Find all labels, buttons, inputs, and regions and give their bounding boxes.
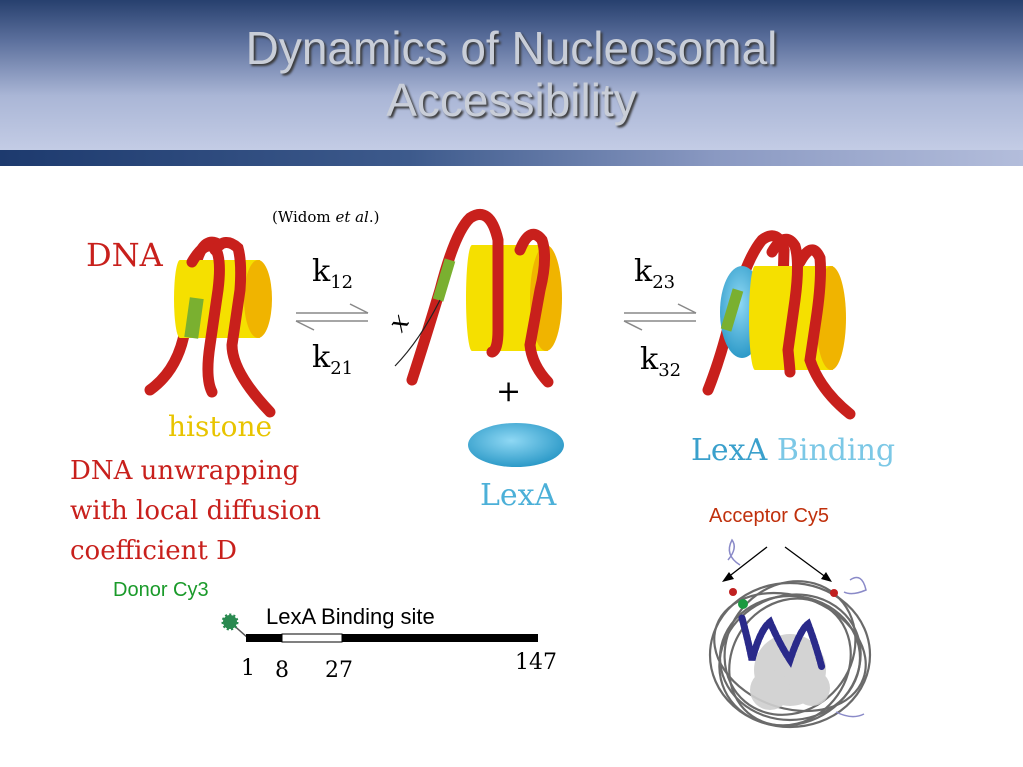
position-27: 27 bbox=[325, 658, 353, 683]
dna-construct-binding-site bbox=[281, 633, 343, 643]
lexa-label: LexA bbox=[480, 478, 557, 513]
title-banner bbox=[0, 0, 1023, 160]
histone-label: histone bbox=[168, 410, 273, 443]
rate-k32-base: k bbox=[640, 342, 659, 377]
nucleosome-unwrapped bbox=[394, 209, 562, 388]
citation-suffix: .) bbox=[368, 208, 380, 226]
title-banner-stripe bbox=[0, 150, 1023, 166]
position-1: 1 bbox=[241, 656, 255, 681]
equilibrium-arrows-1 bbox=[295, 303, 369, 331]
donor-label: Donor Cy3 bbox=[113, 579, 209, 601]
unwrapping-line-1: DNA unwrapping bbox=[70, 456, 300, 486]
fret-construct bbox=[221, 613, 538, 643]
acceptor-label: Acceptor Cy5 bbox=[709, 505, 830, 527]
position-8: 8 bbox=[275, 658, 289, 683]
acceptor-dye-right bbox=[830, 589, 838, 597]
rate-k12-base: k bbox=[312, 254, 331, 289]
donor-dye-icon bbox=[221, 613, 239, 631]
lexa-binding-word-1: LexA bbox=[691, 433, 768, 468]
rate-k23-sub: 23 bbox=[652, 272, 676, 293]
rate-k32-sub: 32 bbox=[658, 360, 682, 381]
diffusion-arc bbox=[394, 299, 441, 367]
rate-k23: k23 bbox=[634, 254, 675, 293]
acceptor-arrow-left-head bbox=[722, 572, 734, 582]
nucleosome-structure-render bbox=[708, 538, 872, 729]
lexa-binding-word-2: Binding bbox=[776, 433, 896, 468]
dna-unwrapped-strand bbox=[406, 209, 504, 386]
rate-k32: k32 bbox=[640, 342, 681, 381]
dna-front-strand-1b bbox=[209, 237, 276, 418]
rate-k21: k21 bbox=[312, 340, 353, 379]
rate-k21-base: k bbox=[312, 340, 331, 375]
dna-tails bbox=[727, 538, 867, 718]
citation: (Widom et al.) bbox=[272, 208, 379, 226]
nucleosome-lexa-bound bbox=[702, 230, 856, 420]
acceptor-arrow-right-head bbox=[821, 572, 832, 582]
acceptor-dye-left bbox=[729, 588, 737, 596]
acceptor-arrow-left bbox=[726, 546, 768, 579]
slide-title-line2: Accessibility bbox=[386, 74, 637, 126]
dna-bound-front-strand-b bbox=[794, 244, 856, 420]
donor-dye-render bbox=[738, 599, 748, 609]
dna-front-strand-2 bbox=[514, 229, 554, 388]
dna-construct-segment-1 bbox=[246, 634, 282, 642]
reverse-arrow-2-head bbox=[623, 320, 643, 331]
unwrapping-line-2: with local diffusion bbox=[70, 496, 321, 526]
binding-site-marker-1 bbox=[184, 297, 204, 339]
rate-k21-sub: 21 bbox=[330, 358, 354, 379]
unwrapping-line-3: coefficient D bbox=[70, 536, 237, 566]
forward-arrow-2-head bbox=[677, 303, 697, 314]
dna-bound-front-strand-a bbox=[766, 233, 803, 378]
nucleosome-wrapped bbox=[144, 236, 276, 418]
plus-sign: + bbox=[496, 374, 522, 409]
acceptor-arrow-right bbox=[784, 546, 828, 579]
slide-title-line1: Dynamics of Nucleosomal bbox=[245, 22, 778, 74]
position-147: 147 bbox=[515, 650, 557, 675]
dna-construct-segment-2 bbox=[342, 634, 538, 642]
rate-k12-sub: 12 bbox=[330, 272, 354, 293]
binding-site-label: LexA Binding site bbox=[266, 604, 435, 629]
binding-site-marker-2 bbox=[432, 258, 456, 302]
lexa-binding-label: LexA Binding bbox=[691, 433, 895, 468]
rate-k23-base: k bbox=[634, 254, 653, 289]
lexa-protein-free bbox=[468, 423, 564, 467]
dna-front-strand-1a bbox=[186, 240, 225, 398]
unwrapping-description: DNA unwrapping with local diffusion coef… bbox=[70, 451, 321, 571]
rate-k12: k12 bbox=[312, 254, 353, 293]
histone-core-render bbox=[750, 634, 830, 710]
dna-label: DNA bbox=[86, 236, 163, 274]
reverse-arrow-1-head bbox=[295, 320, 315, 331]
forward-arrow-1-head bbox=[349, 303, 369, 314]
citation-prefix: (Widom bbox=[272, 208, 336, 226]
slide-title: Dynamics of Nucleosomal Accessibility bbox=[0, 22, 1023, 126]
lexa-site-helix bbox=[738, 614, 826, 672]
citation-italic: et al bbox=[335, 208, 369, 226]
equilibrium-arrows-2 bbox=[623, 303, 697, 331]
binding-site-marker-3 bbox=[720, 288, 744, 332]
